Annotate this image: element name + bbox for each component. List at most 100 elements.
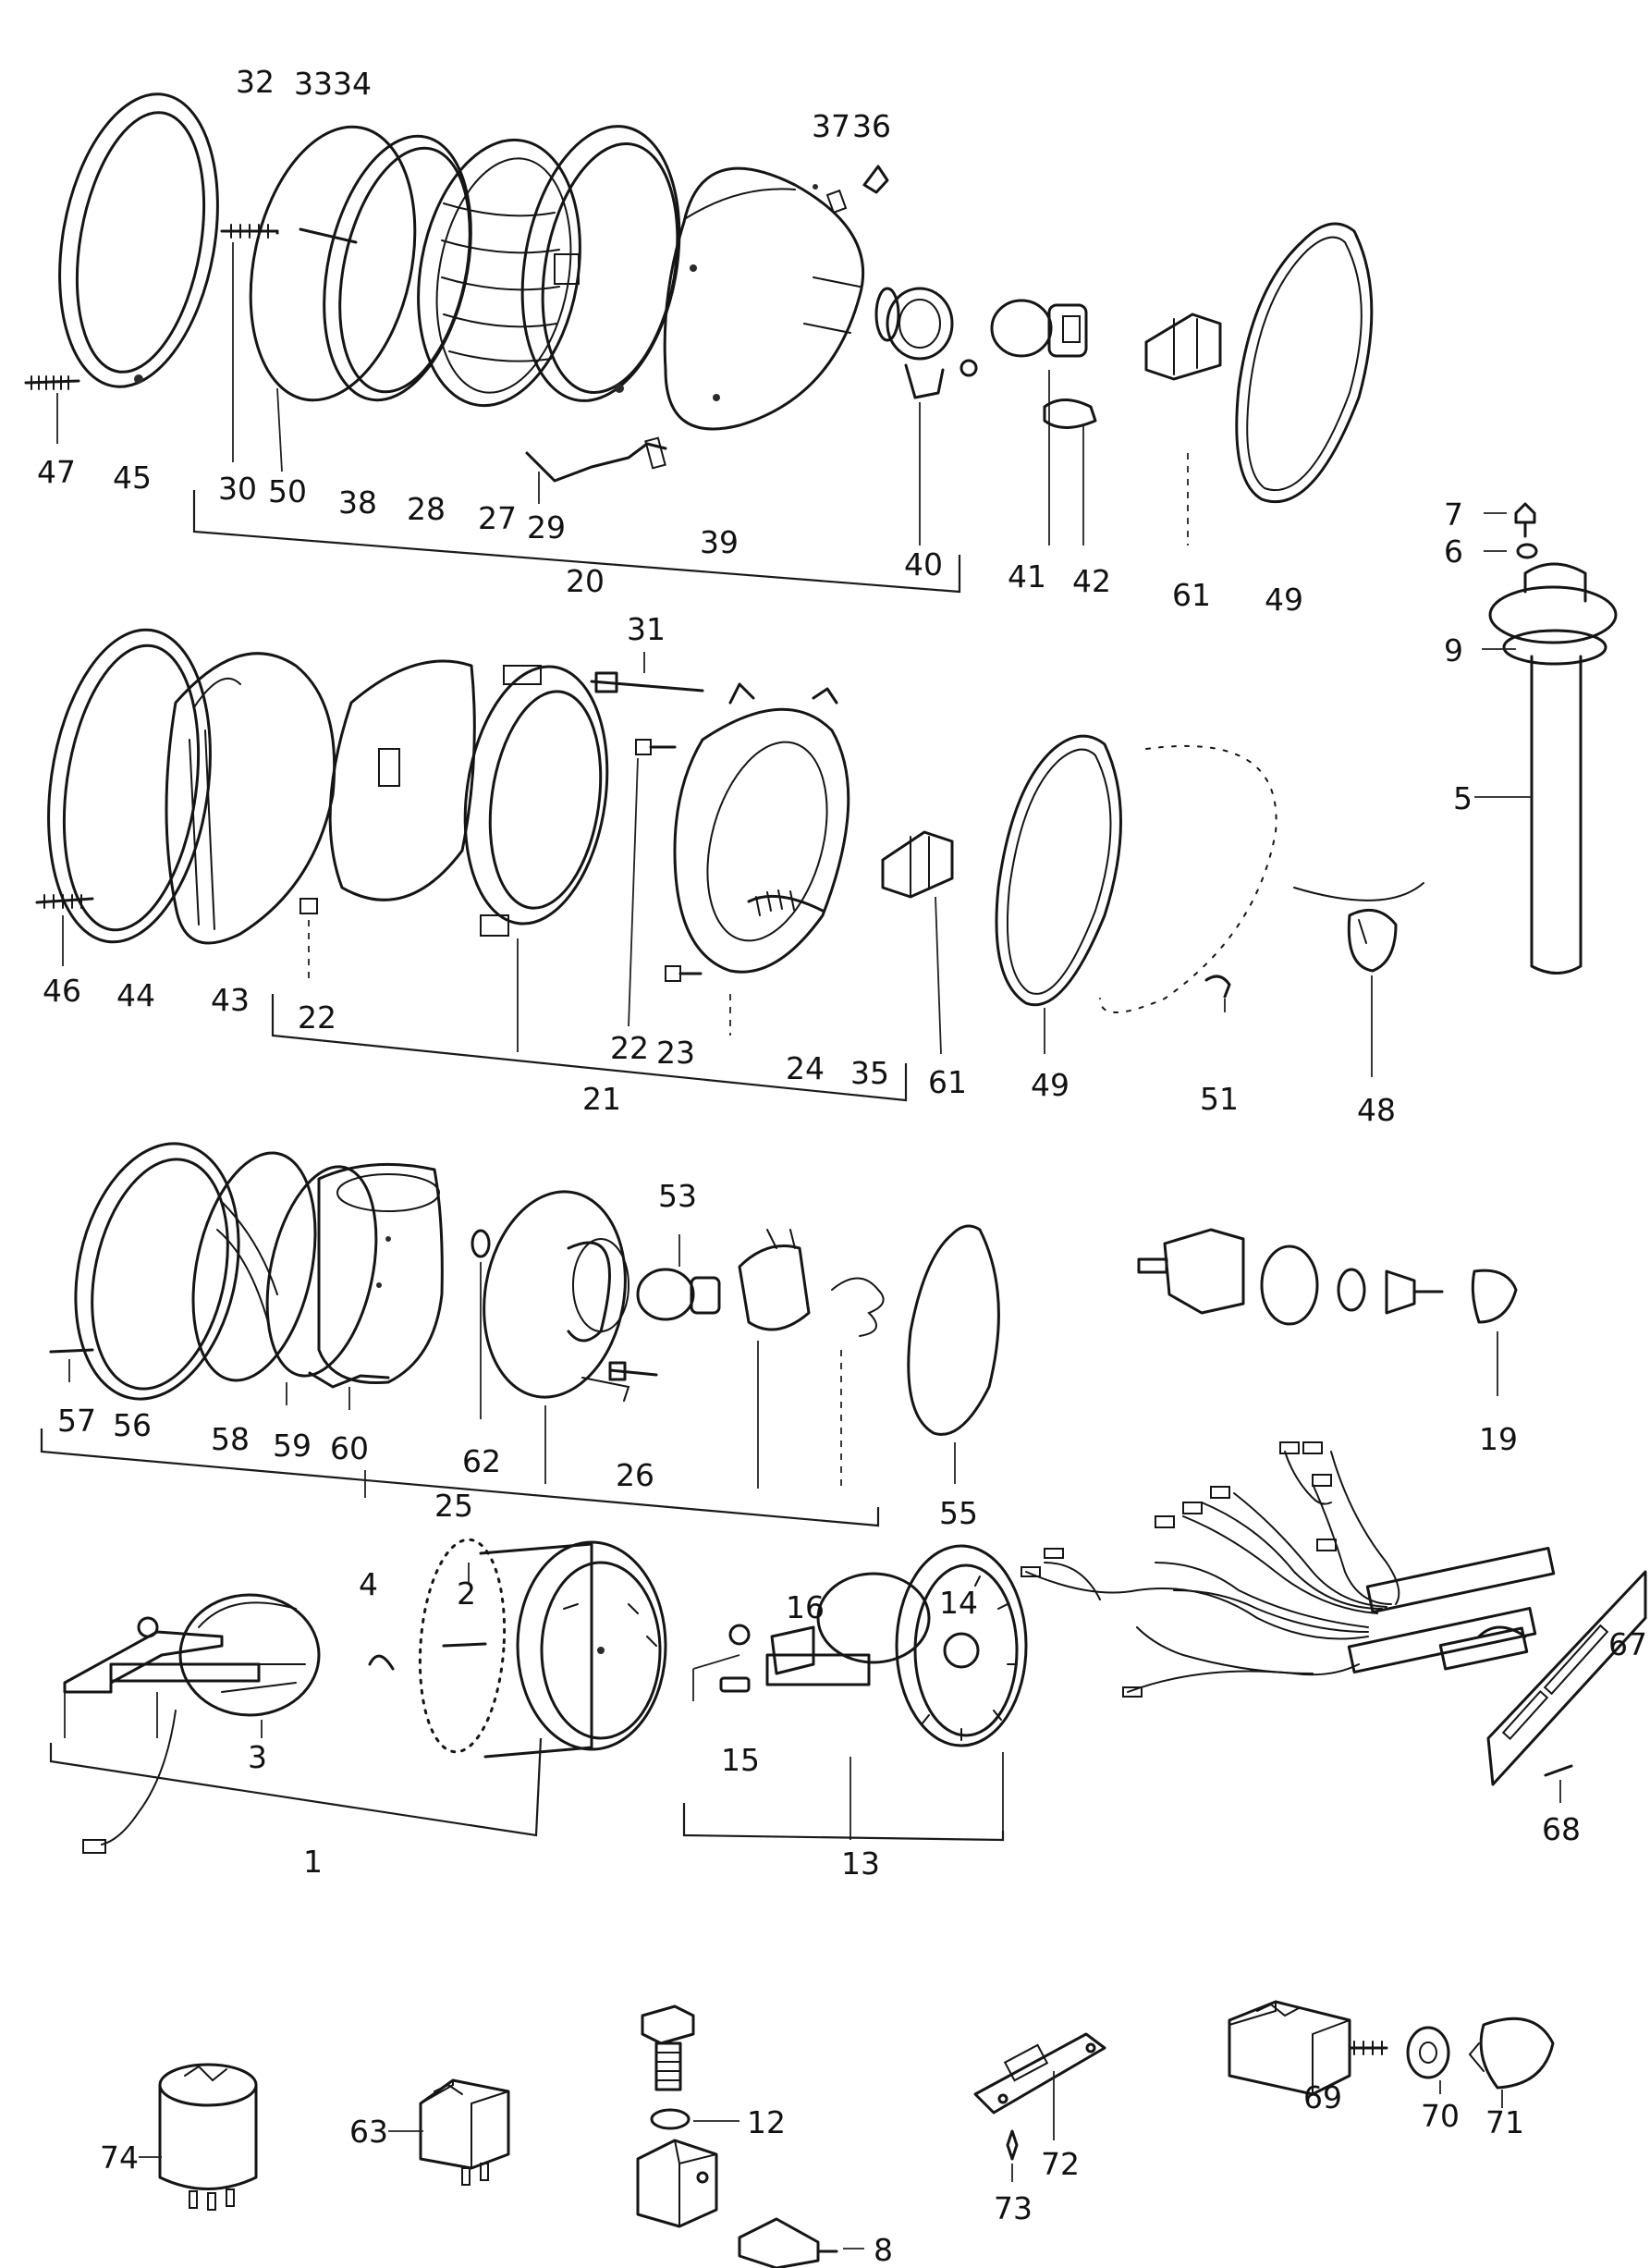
label-15: 15: [721, 1742, 760, 1778]
screw-57: [49, 1348, 94, 1382]
label-40: 40: [904, 546, 943, 582]
label-12: 12: [747, 2104, 786, 2140]
label-69: 69: [1303, 2079, 1342, 2115]
screws-22-23: [628, 739, 731, 1036]
label-7: 7: [1444, 497, 1463, 533]
bracket-72: [973, 2032, 1106, 2140]
screw-46: [35, 894, 94, 966]
label-19: 19: [1479, 1421, 1518, 1457]
label-14: 14: [939, 1585, 978, 1621]
socket-row-3: [738, 1229, 811, 1489]
screw-22-left: [299, 898, 318, 985]
sealed-beam-27: [417, 138, 581, 408]
bracket-group-25: [40, 1428, 880, 1527]
label-61-mid: 61: [928, 1064, 967, 1100]
label-74: 74: [100, 2139, 139, 2176]
label-35: 35: [850, 1055, 889, 1091]
gasket-55: [907, 1224, 1000, 1484]
connector-61-row-1: [1144, 313, 1222, 546]
cable-51: [1099, 745, 1424, 1013]
label-24: 24: [786, 1050, 825, 1086]
label-47: 47: [37, 454, 76, 490]
label-29: 29: [527, 509, 566, 546]
lens-58: [191, 1151, 317, 1382]
retaining-ring-50: [220, 125, 417, 472]
label-22-left: 22: [298, 999, 336, 1036]
block-and-sensor-8: [636, 2139, 864, 2268]
clock-group-13: [692, 1544, 1028, 1840]
label-27: 27: [478, 500, 517, 536]
wiring-harness-67: [1021, 1441, 1647, 1786]
label-67: 67: [1608, 1626, 1647, 1662]
label-57: 57: [57, 1403, 96, 1439]
label-56: 56: [113, 1407, 152, 1443]
label-6: 6: [1444, 533, 1463, 570]
trim-ring-44: [47, 628, 212, 944]
trim-ring-45: [58, 92, 219, 388]
screw-31: [590, 652, 704, 693]
bracket-group-20: [192, 490, 961, 594]
callout-labels: 32 33 34 37 36 47 45 30 50 38 28 27 29 3…: [37, 64, 1647, 2268]
label-43: 43: [211, 982, 250, 1018]
label-72: 72: [1041, 2146, 1080, 2182]
relay-63: [388, 2078, 510, 2186]
screw-47: [24, 375, 80, 444]
bulb-holder-40: [874, 287, 978, 546]
trim-ring-56: [74, 1142, 240, 1401]
label-55: 55: [939, 1495, 978, 1531]
connector-61-row-2: [881, 830, 954, 1055]
bolt-and-washer-12: [641, 2004, 739, 2130]
label-13: 13: [841, 1845, 880, 1882]
label-49-mid: 49: [1031, 1067, 1069, 1103]
bracket-group-1: [49, 1737, 543, 1837]
label-70: 70: [1421, 2098, 1460, 2134]
label-60: 60: [330, 1430, 369, 1466]
speedometer-group-1: [63, 1470, 395, 1854]
housing-bowl-row-3: [483, 1190, 630, 1484]
label-23: 23: [656, 1035, 695, 1071]
label-41: 41: [1008, 558, 1046, 595]
screw-73: [1006, 2129, 1019, 2182]
plug-62: [471, 1229, 491, 1419]
label-63: 63: [349, 2114, 388, 2150]
mounting-ring-20: [520, 125, 681, 402]
label-45: 45: [113, 460, 152, 496]
screw-68: [1544, 1764, 1573, 1803]
spring-60: [308, 1371, 390, 1410]
label-44: 44: [116, 977, 155, 1013]
label-3: 3: [248, 1739, 267, 1775]
lens-43: [165, 652, 336, 945]
reflector-59: [265, 1165, 378, 1405]
speedometer-2: [418, 1538, 667, 1759]
gasket-49-row-1: [1235, 222, 1374, 504]
switch-19: [1137, 1228, 1518, 1396]
gasket-49-row-2: [995, 734, 1122, 1054]
headlamp-assembly-row-1: [24, 92, 1374, 594]
label-73: 73: [994, 2190, 1033, 2226]
label-36: 36: [852, 108, 891, 144]
nut-70: [1406, 2026, 1450, 2094]
label-25: 25: [434, 1488, 473, 1524]
spring-29: [525, 436, 667, 504]
label-34: 34: [333, 66, 372, 102]
label-61-top: 61: [1172, 577, 1211, 613]
label-2: 2: [457, 1575, 476, 1612]
bulb-53: [636, 1234, 721, 1321]
label-22-right: 22: [610, 1030, 649, 1066]
switch-69: [1228, 2000, 1388, 2096]
housing-ring-25: [317, 1162, 444, 1385]
label-46: 46: [43, 973, 81, 1009]
label-58: 58: [211, 1421, 250, 1457]
bracket-group-21: [271, 994, 908, 1102]
label-71: 71: [1485, 2104, 1524, 2140]
label-5: 5: [1453, 780, 1473, 816]
label-62: 62: [462, 1443, 501, 1479]
label-42: 42: [1072, 563, 1111, 599]
bracket-group-13: [682, 1803, 1005, 1842]
small-parts-36-37: [813, 165, 889, 215]
label-49-top: 49: [1265, 582, 1303, 618]
wire-clip-row-3: [831, 1277, 885, 1489]
flasher-unit-74: [139, 2063, 258, 2211]
headlamp-assembly-row-2: [35, 628, 1424, 1102]
label-37: 37: [812, 108, 850, 144]
